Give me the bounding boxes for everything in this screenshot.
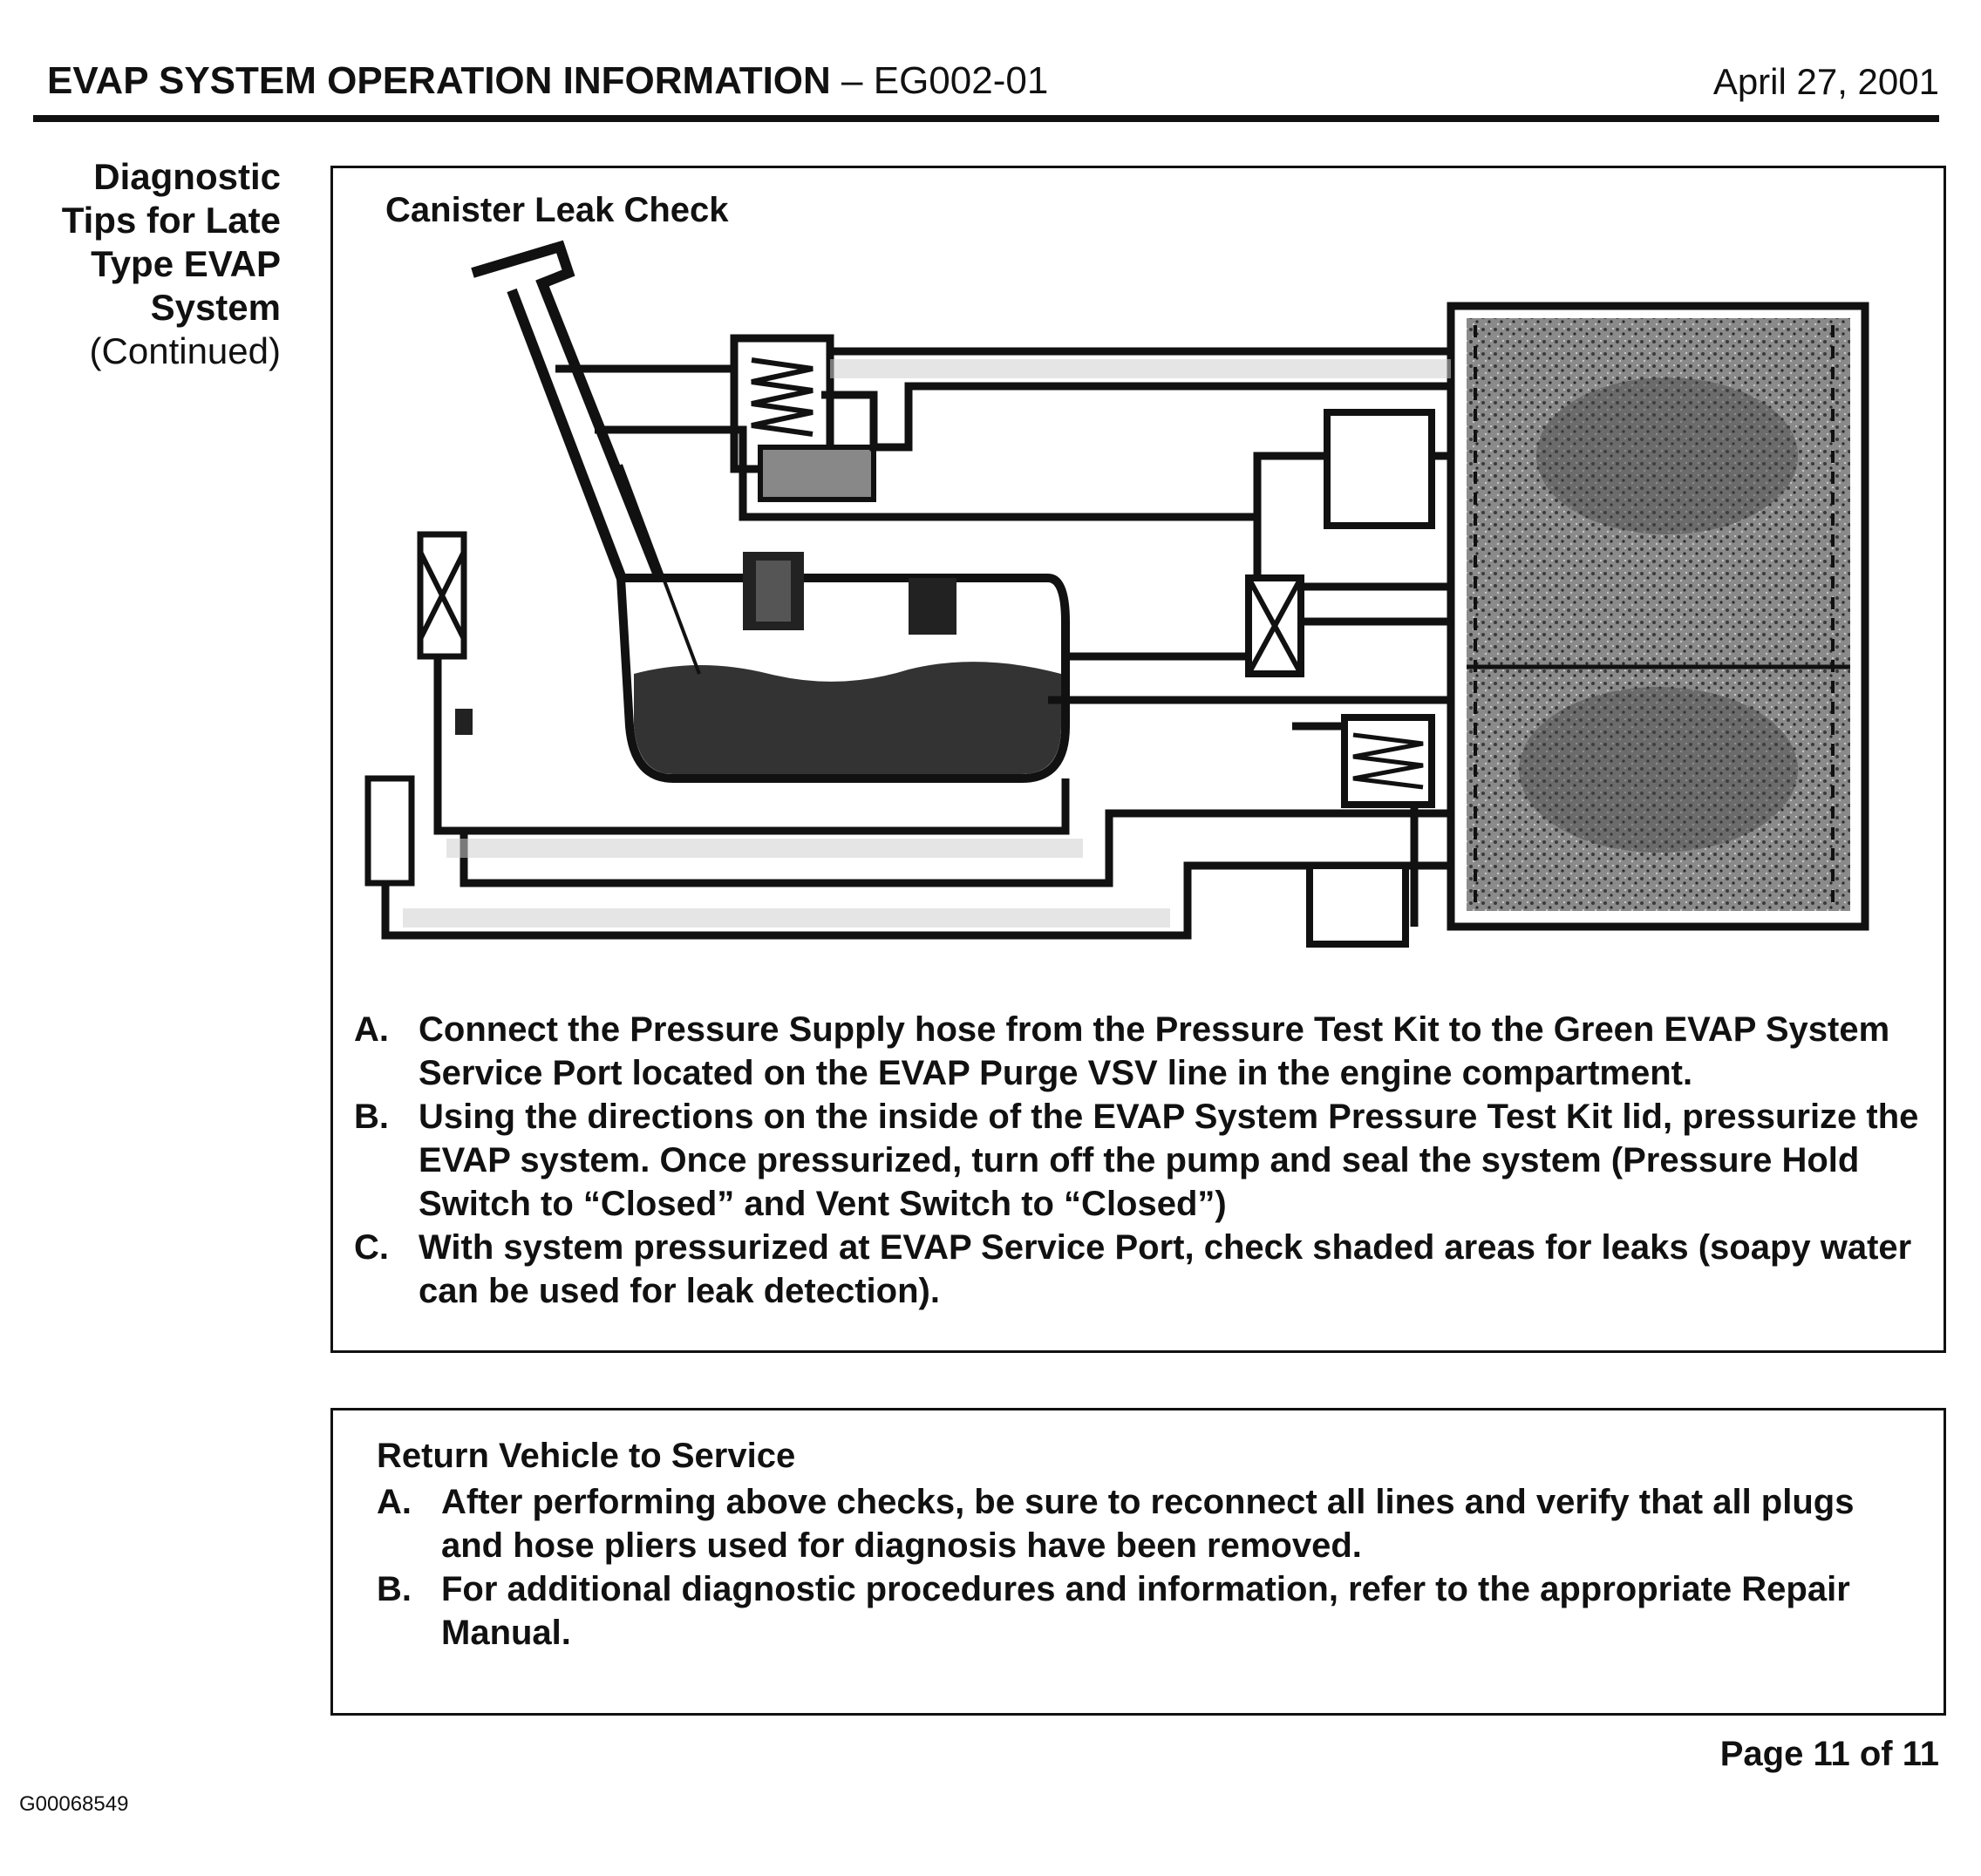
charcoal-canister [1451,306,1865,927]
step-letter: A. [354,1008,389,1051]
step-text: For additional diagnostic procedures and… [441,1570,1850,1652]
page-number: Page 11 of 11 [1720,1735,1939,1774]
evap-canister-diagram [333,168,1944,1005]
canister-leak-check-box: Canister Leak Check A. Connect the Pressu… [330,166,1946,1353]
step-letter: B. [354,1095,389,1139]
list-item: B. Using the directions on the inside of … [354,1095,1932,1226]
step-letter: C. [354,1226,389,1269]
return-to-service-box: Return Vehicle to Service A. After perfor… [330,1408,1946,1716]
step-text: With system pressurized at EVAP Service … [419,1228,1911,1310]
page-header: EVAP SYSTEM OPERATION INFORMATION – EG00… [33,54,1939,122]
document-title-bold: EVAP SYSTEM OPERATION INFORMATION [47,59,831,102]
side-heading: Diagnostic Tips for Late Type EVAP Syste… [35,155,281,373]
document-code: – EG002-01 [831,59,1049,102]
list-item: A. After performing above checks, be sure… [377,1480,1911,1567]
canister-check-steps: A. Connect the Pressure Supply hose from … [354,1008,1932,1313]
document-id: G00068549 [19,1792,128,1817]
side-heading-line: Tips for Late [35,199,281,242]
side-heading-line: System [35,286,281,330]
side-heading-line: Type EVAP [35,242,281,286]
return-to-service-heading: Return Vehicle to Service [377,1437,795,1476]
side-heading-continued: (Continued) [35,330,281,373]
step-letter: B. [377,1567,412,1611]
fuel-tank [473,247,1065,778]
document-title: EVAP SYSTEM OPERATION INFORMATION – EG00… [47,59,1048,103]
list-item: A. Connect the Pressure Supply hose from … [354,1008,1932,1095]
document-date: April 27, 2001 [1713,61,1939,103]
list-item: B. For additional diagnostic procedures a… [377,1567,1911,1655]
step-text: Connect the Pressure Supply hose from th… [419,1010,1889,1092]
diagram-caption: Canister Leak Check [385,191,729,230]
list-item: C. With system pressurized at EVAP Servic… [354,1226,1932,1313]
return-to-service-steps: A. After performing above checks, be sure… [377,1480,1911,1655]
step-text: Using the directions on the inside of th… [419,1098,1918,1223]
step-letter: A. [377,1480,412,1524]
side-heading-line: Diagnostic [35,155,281,199]
step-text: After performing above checks, be sure t… [441,1483,1854,1565]
